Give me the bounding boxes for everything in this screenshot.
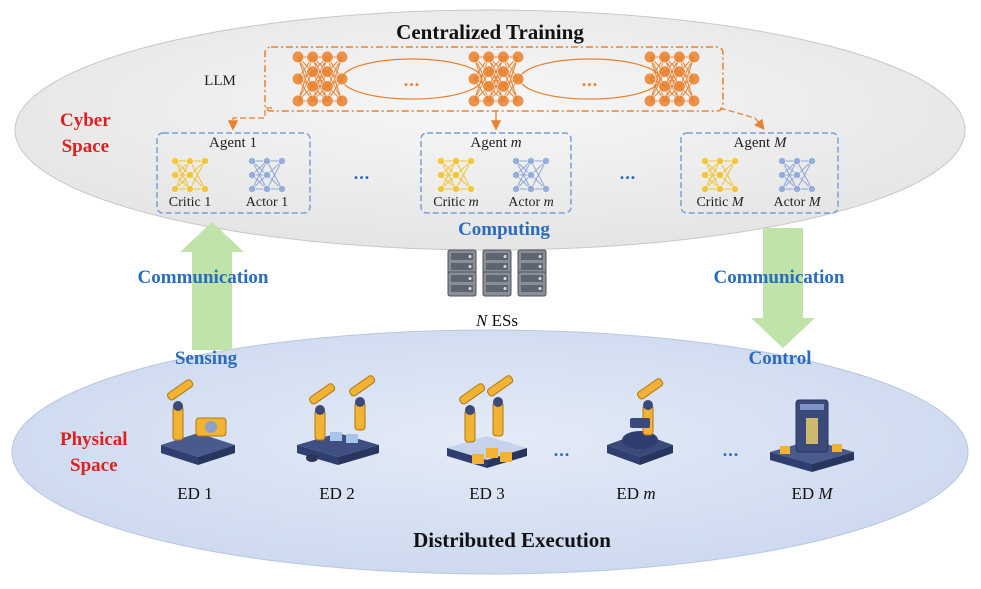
critic-network-2-icon	[436, 156, 476, 194]
cyber-space-ellipse	[14, 9, 966, 251]
device-3-packing-robots-icon	[447, 375, 527, 468]
llm-network-2-icon	[467, 50, 525, 108]
critic-m-label: Critic m	[433, 195, 479, 210]
actor-network-1-icon	[247, 156, 287, 194]
critic-M-label: Critic M	[696, 195, 744, 210]
distributed-execution-title: Distributed Execution	[413, 528, 611, 552]
control-label: Control	[748, 348, 812, 369]
physical-space-line2: Space	[70, 455, 118, 476]
llm-to-agentM-arrow	[719, 107, 765, 131]
llm-box	[264, 46, 724, 112]
edge-servers-icon	[447, 249, 547, 297]
server-2-icon	[482, 249, 512, 275]
communication-right-label: Communication	[713, 267, 845, 288]
device-dots-left: ...	[553, 440, 571, 460]
llm-dots-left: ...	[403, 70, 421, 90]
critic-network-1-icon	[170, 156, 210, 194]
agent-m-box	[420, 132, 572, 214]
critic-1-label: Critic 1	[168, 195, 212, 210]
llm-network-3-icon	[643, 50, 701, 108]
device-dots-right: ...	[722, 440, 740, 460]
llm-dots-right: ...	[581, 70, 599, 90]
actor-1-label: Actor 1	[245, 195, 289, 210]
agent-M-title: Agent M	[733, 135, 787, 151]
cyber-space-line1: Cyber	[60, 110, 111, 131]
device-label-m: ED m	[616, 484, 656, 503]
device-1-robot-arm-icon	[161, 379, 235, 465]
agent-1-box	[156, 132, 311, 214]
critic-network-3-icon	[700, 156, 740, 194]
device-label-M: ED M	[791, 484, 833, 503]
device-label-2: ED 2	[319, 484, 355, 503]
agent-m-title: Agent m	[470, 135, 522, 151]
cyber-space-label: Cyber Space	[60, 108, 111, 160]
cyber-space-line2: Space	[61, 136, 110, 157]
control-down-arrow	[751, 228, 815, 348]
device-label-1: ED 1	[177, 484, 213, 503]
physical-space-label: Physical Space	[60, 427, 128, 479]
agent-dots-right: ...	[619, 163, 637, 183]
server-1-icon	[447, 249, 477, 275]
actor-m-label: Actor m	[508, 195, 554, 210]
server-6-icon	[517, 271, 547, 297]
llm-network-1-icon	[291, 50, 349, 108]
actor-M-label: Actor M	[773, 195, 821, 210]
communication-left-label: Communication	[137, 267, 269, 288]
llm-label: LLM	[204, 73, 236, 89]
server-4-icon	[447, 271, 477, 297]
llm-to-agent1-arrow	[227, 107, 272, 131]
sensing-up-arrow	[180, 222, 244, 350]
sensing-label: Sensing	[174, 348, 238, 369]
server-3-icon	[517, 249, 547, 275]
actor-network-2-icon	[511, 156, 551, 194]
device-2-assembly-line-icon	[297, 375, 379, 465]
actor-network-3-icon	[777, 156, 817, 194]
device-m-welding-robot-icon	[607, 378, 673, 465]
agent-dots-left: ...	[353, 163, 371, 183]
device-label-3: ED 3	[469, 484, 505, 503]
servers-label: N ESs	[475, 311, 519, 330]
device-M-conveyor-scanner-icon	[770, 399, 854, 472]
centralized-training-title: Centralized Training	[396, 20, 584, 44]
agent-M-box	[680, 132, 839, 214]
agent-1-title: Agent 1	[209, 135, 257, 151]
server-5-icon	[482, 271, 512, 297]
physical-space-line1: Physical	[60, 429, 128, 450]
computing-label: Computing	[458, 219, 550, 240]
